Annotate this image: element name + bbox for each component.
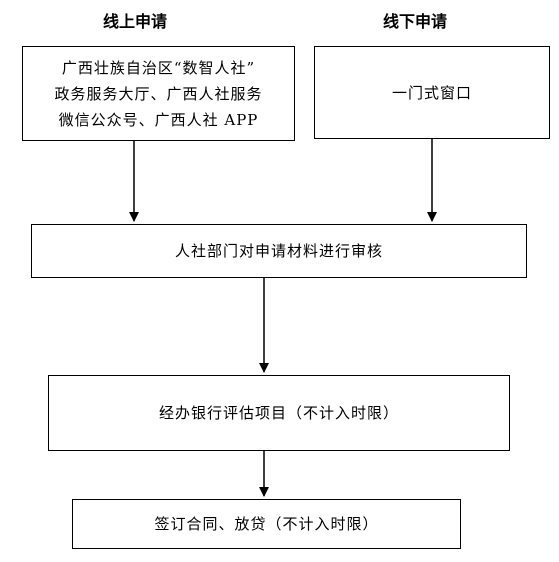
offline-application-heading: 线下申请 <box>382 12 447 31</box>
online-application-heading: 线上申请 <box>102 12 167 31</box>
sign-and-loan-box: 签订合同、放贷（不计入时限） <box>72 499 461 549</box>
review-label: 人社部门对申请材料进行审核 <box>174 242 383 260</box>
bank-assessment-box: 经办银行评估项目（不计入时限） <box>48 375 510 451</box>
offline-window-label: 一门式窗口 <box>391 83 472 102</box>
bank-assessment-label: 经办银行评估项目（不计入时限） <box>158 404 399 422</box>
offline-window-box: 一门式窗口 <box>314 46 550 139</box>
sign-and-loan-label: 签订合同、放贷（不计入时限） <box>154 515 379 533</box>
online-channels-line-1: 广西壮族自治区“数智人社” <box>61 58 256 77</box>
online-channels-line-2: 政务服务大厅、广西人社服务 <box>54 84 263 103</box>
online-channels-box: 广西壮族自治区“数智人社” 政务服务大厅、广西人社服务 微信公众号、广西人社 A… <box>22 46 295 141</box>
online-channels-line-3: 微信公众号、广西人社 APP <box>58 110 259 129</box>
review-box: 人社部门对申请材料进行审核 <box>31 224 527 278</box>
